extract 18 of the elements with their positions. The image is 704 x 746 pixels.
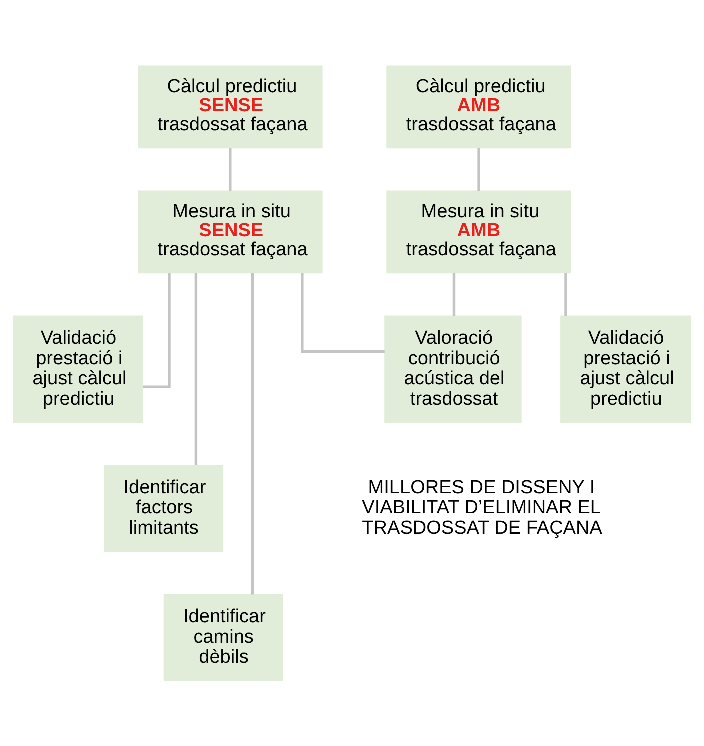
- connector: [194, 272, 198, 465]
- node-box: Càlcul predictiu AMB trasdossat façana: [386, 65, 572, 148]
- connector: [229, 148, 232, 191]
- node-box: Identificar factors limitants: [104, 464, 224, 552]
- node-box: Identificar camins dèbils: [164, 594, 284, 681]
- node-box: Mesura in situ SENSE trasdossat façana: [138, 190, 323, 274]
- connector: [478, 148, 480, 191]
- node-box: Validació prestació i ajust càlcul predictiu: [13, 315, 144, 423]
- connector: [564, 272, 568, 316]
- node-box: Valoració contribució acústica del trasdossat: [384, 315, 522, 423]
- connector: [301, 272, 385, 353]
- connector: [143, 272, 171, 388]
- node-box: Càlcul predictiu SENSE trasdossat façana: [138, 65, 323, 148]
- connector: [452, 272, 456, 316]
- connector: [251, 272, 254, 594]
- label: MILLORES DE DISSENY I VIABILITAT D’ELIMINAR EL TRASDOSSAT DE FAÇANA: [362, 476, 602, 539]
- node-box: Mesura in situ AMB trasdossat façana: [386, 190, 572, 274]
- node-box: Validació prestació i ajust càlcul predictiu: [560, 315, 691, 423]
